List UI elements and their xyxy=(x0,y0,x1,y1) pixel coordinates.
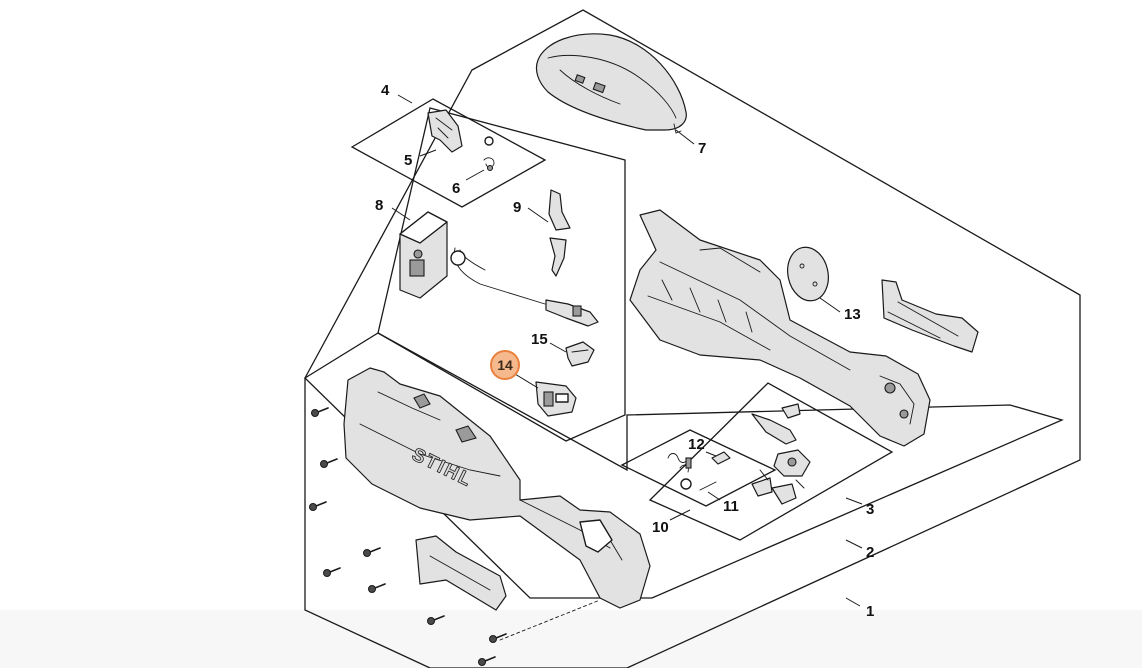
screw-icon xyxy=(489,633,507,643)
screw-icon xyxy=(368,583,386,593)
part-main-housing xyxy=(629,209,931,447)
part-switch-lever xyxy=(427,109,463,153)
part-springs-kit xyxy=(667,451,731,491)
part-clip xyxy=(565,341,595,367)
callout-9: 9 xyxy=(513,199,521,216)
callout-4: 4 xyxy=(381,82,390,99)
callout-1: 1 xyxy=(866,603,874,620)
callout-13: 13 xyxy=(844,306,861,323)
part-battery-connector xyxy=(399,211,599,327)
callout-14-highlight[interactable]: 14 xyxy=(490,350,520,380)
part-trigger-assembly xyxy=(751,403,811,505)
screw-icon xyxy=(309,501,327,511)
part-lower-shell: STIHL xyxy=(343,367,651,609)
frame-assembly-electronics xyxy=(377,107,626,442)
callout-3: 3 xyxy=(866,501,874,518)
screw-icon xyxy=(478,656,496,666)
screw-icon xyxy=(311,407,329,417)
callout-11: 11 xyxy=(723,498,739,515)
part-spring xyxy=(483,136,495,172)
frame-assembly-4 xyxy=(350,98,547,208)
screws xyxy=(309,407,601,666)
part-top-cover xyxy=(535,33,687,134)
callout-14: 14 xyxy=(497,357,513,373)
frame-assembly-2 xyxy=(303,332,1064,599)
callout-7: 7 xyxy=(698,140,706,157)
callout-12: 12 xyxy=(688,436,705,453)
part-switch xyxy=(535,381,577,417)
part-side-cover xyxy=(881,279,979,353)
callout-5: 5 xyxy=(404,152,412,169)
part-grip-cover xyxy=(415,535,507,611)
callouts: 1 2 3 4 5 6 7 8 9 10 11 12 13 15 14 xyxy=(375,82,874,620)
frame-assembly-3 xyxy=(648,382,894,541)
screw-icon xyxy=(320,458,338,468)
callout-8: 8 xyxy=(375,197,383,214)
part-gasket-disk xyxy=(787,246,829,302)
highlight-circle xyxy=(490,350,520,380)
leader-lines xyxy=(391,94,863,607)
frame-assembly-10 xyxy=(620,429,777,507)
frame-assembly-1 xyxy=(304,9,1081,668)
callout-15: 15 xyxy=(531,331,548,348)
screw-icon xyxy=(363,547,381,557)
screw-icon xyxy=(427,615,445,625)
callout-10: 10 xyxy=(652,519,669,536)
bottom-fade xyxy=(0,610,1142,668)
assembly-frames xyxy=(303,9,1081,668)
callout-2: 2 xyxy=(866,544,874,561)
callout-6: 6 xyxy=(452,180,460,197)
part-latches xyxy=(548,189,571,277)
screw-icon xyxy=(323,567,341,577)
dashed-guide xyxy=(499,599,601,641)
